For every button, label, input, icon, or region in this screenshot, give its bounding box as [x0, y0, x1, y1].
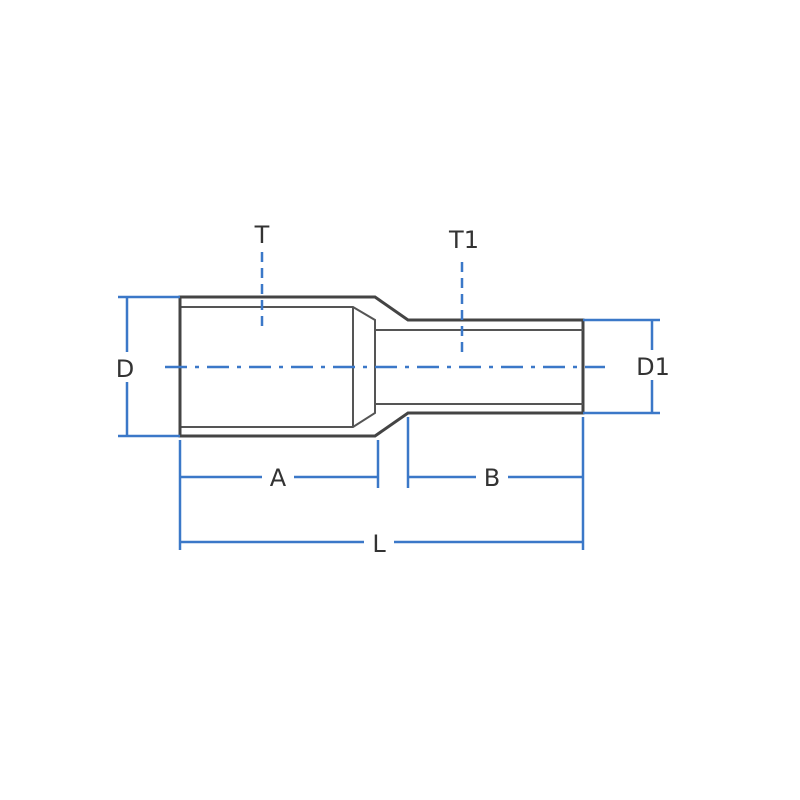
length-A-label: A: [270, 464, 287, 492]
length-B-dimension: B: [406, 417, 585, 492]
length-L-label: L: [372, 530, 386, 558]
diameter-D1-label: D1: [636, 353, 670, 381]
thickness-T1-dimension: T1: [448, 226, 479, 352]
thickness-T-label: T: [254, 221, 270, 249]
thickness-T-dimension: T: [254, 221, 270, 332]
diameter-D1-dimension: D1: [583, 318, 678, 415]
length-B-label: B: [484, 464, 500, 492]
length-L-dimension: L: [178, 488, 585, 558]
thickness-T1-label: T1: [448, 226, 479, 254]
diameter-D-dimension: D: [108, 295, 180, 438]
diameter-D-label: D: [116, 355, 134, 383]
length-A-dimension: A: [178, 440, 380, 492]
